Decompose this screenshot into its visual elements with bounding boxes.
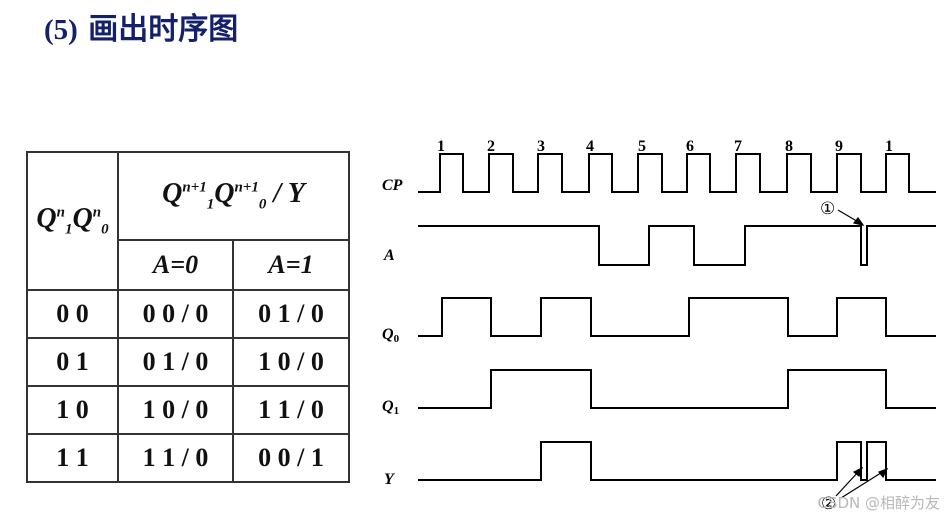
y-waveform	[418, 441, 936, 481]
table-row: 1 1 1 1 / 0 0 0 / 1	[26, 433, 350, 483]
clock-number: 1	[885, 138, 893, 155]
marker-1-arrowhead	[852, 217, 865, 226]
next-state-header: Qn+11Qn+10 / Y	[117, 151, 350, 241]
state-transition-table: Qn1Qn0 Qn+11Qn+10 / Y A=0 A=1 0 0 0 0 / …	[26, 151, 350, 483]
q0-label: Q0	[382, 326, 400, 345]
marker-2-arrowhead-right	[878, 467, 889, 479]
table-cell: 1 0	[26, 385, 119, 435]
cp-label: CP	[382, 177, 403, 194]
clock-number: 9	[835, 138, 843, 155]
y-label: Y	[384, 471, 395, 488]
q1-label: Q1	[382, 398, 399, 417]
table-cell: 1 1	[26, 433, 119, 483]
clock-number: 6	[686, 138, 694, 155]
table-cell: 1 0 / 0	[117, 385, 234, 435]
table-row: 0 0 0 0 / 0 0 1 / 0	[26, 289, 350, 339]
cp-waveform	[418, 153, 936, 193]
heading-number: (5)	[44, 14, 78, 46]
clock-number: 4	[586, 138, 594, 155]
clock-number: 8	[785, 138, 793, 155]
table-cell: 0 0 / 1	[232, 433, 350, 483]
page-heading: (5) 画出时序图	[44, 4, 238, 48]
current-state-header: Qn1Qn0	[26, 151, 119, 291]
a-label: A	[383, 247, 395, 264]
timing-diagram: 1 2 3 4 5 6 7 8 9 1 CP A Q0 Q1 Y ① ②	[382, 138, 936, 514]
marker-2-arrow-left	[835, 470, 860, 497]
marker-2: ②	[821, 494, 836, 514]
table-cell: 0 0 / 0	[117, 289, 234, 339]
input-a0-header: A=0	[117, 239, 234, 291]
table-cell: 1 1 / 0	[232, 385, 350, 435]
marker-2-arrow-right	[840, 470, 885, 499]
q1-waveform	[418, 369, 936, 409]
heading-text: 画出时序图	[88, 12, 239, 47]
state-header-formula: Qn1Qn0	[36, 203, 109, 238]
table-row: 0 1 0 1 / 0 1 0 / 0	[26, 337, 350, 387]
table-cell: 0 0	[26, 289, 119, 339]
marker-2-arrowhead-left	[852, 466, 864, 477]
input-a1-header: A=1	[232, 239, 350, 291]
watermark: CSDN @相醉为友	[817, 494, 940, 512]
table-cell: 0 1	[26, 337, 119, 387]
marker-1: ①	[820, 199, 835, 219]
clock-number: 2	[487, 138, 495, 155]
table-cell: 0 1 / 0	[232, 289, 350, 339]
next-state-formula: Qn+11Qn+10 / Y	[162, 178, 305, 213]
clock-number: 5	[638, 138, 646, 155]
a-waveform	[418, 225, 936, 266]
table-cell: 1 0 / 0	[232, 337, 350, 387]
table-cell: 1 1 / 0	[117, 433, 234, 483]
table-row: 1 0 1 0 / 0 1 1 / 0	[26, 385, 350, 435]
table-cell: 0 1 / 0	[117, 337, 234, 387]
clock-number: 1	[437, 138, 445, 155]
clock-number: 3	[537, 138, 545, 155]
clock-number: 7	[734, 138, 742, 155]
q0-waveform	[418, 297, 936, 337]
